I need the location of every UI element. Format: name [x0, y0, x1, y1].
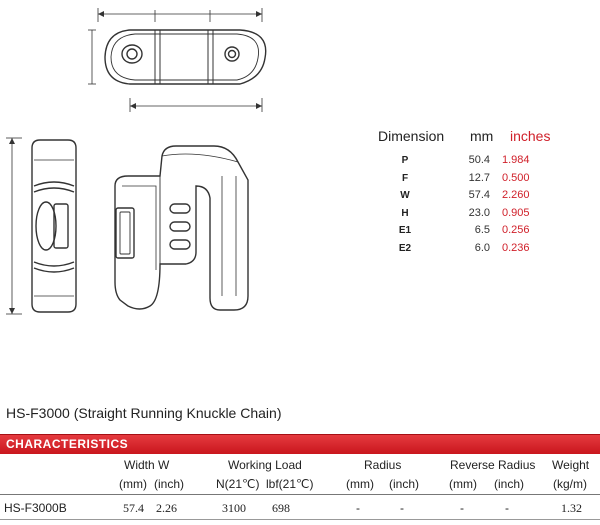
dimension-mm: 50.4	[468, 154, 490, 166]
row-model: HS-F3000B	[4, 501, 67, 515]
header-width: Width W	[124, 458, 170, 472]
dimension-mm: 12.7	[468, 171, 490, 184]
dimension-header-inches: inches	[510, 128, 551, 144]
dimension-row-e1: E1 6.5 0.256	[370, 224, 570, 242]
dimension-row-f: F 12.7 0.500	[370, 172, 570, 190]
header-working-load: Working Load	[228, 458, 302, 472]
row-weight: 1.32	[561, 501, 582, 515]
table-divider	[0, 494, 600, 495]
row-reverse-inch: -	[505, 501, 509, 515]
characteristics-label: CHARACTERISTICS	[6, 437, 129, 451]
dimension-mm: 6.0	[474, 241, 490, 254]
dimension-code: F	[401, 172, 409, 184]
dimension-code: H	[401, 207, 409, 219]
row-load-lbf: 698	[272, 501, 290, 515]
row-radius-mm: -	[356, 501, 360, 515]
characteristics-bar: CHARACTERISTICS	[0, 434, 600, 454]
dimension-header-label: Dimension	[378, 128, 445, 144]
dimension-code: W	[400, 190, 410, 201]
dimension-mm: 23.0	[468, 206, 490, 219]
dimension-inches: 1.984	[502, 154, 530, 166]
row-width-mm: 57.4	[123, 501, 144, 515]
dimension-table-header: Dimension mm inches	[370, 128, 570, 154]
dimension-row-w: W 57.4 2.260	[370, 189, 570, 207]
dimension-code: E1	[398, 225, 412, 236]
subheader-reverse-inch: (inch)	[494, 477, 525, 491]
header-reverse-radius: Reverse Radius	[450, 458, 536, 472]
subheader-weight-unit: (kg/m)	[553, 477, 587, 491]
subheader-radius-inch: (inch)	[389, 477, 420, 491]
dimension-inches: 0.236	[502, 241, 530, 254]
row-radius-inch: -	[400, 501, 404, 515]
table-bottom-rule	[0, 519, 600, 520]
dimension-inches: 0.256	[502, 224, 530, 236]
dimension-header-mm: mm	[470, 128, 494, 144]
dimension-row-e2: E2 6.0 0.236	[370, 242, 570, 260]
subheader-load-lbf: lbf(21℃)	[266, 477, 314, 491]
subheader-reverse-mm: (mm)	[449, 477, 477, 491]
row-reverse-mm: -	[460, 501, 464, 515]
top-view-drawing	[88, 8, 267, 112]
header-radius: Radius	[364, 458, 402, 472]
dimension-inches: 0.500	[502, 171, 530, 184]
dimension-code: P	[401, 155, 409, 166]
dimension-inches: 2.260	[502, 189, 530, 201]
row-width-inch: 2.26	[156, 501, 177, 515]
dimension-row-h: H 23.0 0.905	[370, 207, 570, 225]
header-weight: Weight	[552, 458, 590, 472]
subheader-radius-mm: (mm)	[346, 477, 374, 491]
subheader-load-n: N(21℃)	[216, 477, 260, 491]
dimension-code: E2	[398, 242, 412, 254]
front-view-drawing	[114, 145, 249, 311]
product-title: HS-F3000 (Straight Running Knuckle Chain…	[6, 405, 282, 421]
dimension-mm: 57.4	[468, 189, 490, 201]
dimension-inches: 0.905	[502, 206, 530, 219]
technical-drawings	[6, 8, 267, 315]
dimension-mm: 6.5	[474, 224, 490, 236]
subheader-width-mm: (mm)	[119, 477, 147, 491]
subheader-width-inch: (inch)	[154, 477, 185, 491]
side-view-drawing	[6, 137, 77, 315]
dimension-row-p: P 50.4 1.984	[370, 154, 570, 172]
dimension-table: Dimension mm inches P 50.4 1.984 F 12.7 …	[370, 128, 570, 259]
row-load-n: 3100	[222, 501, 246, 515]
